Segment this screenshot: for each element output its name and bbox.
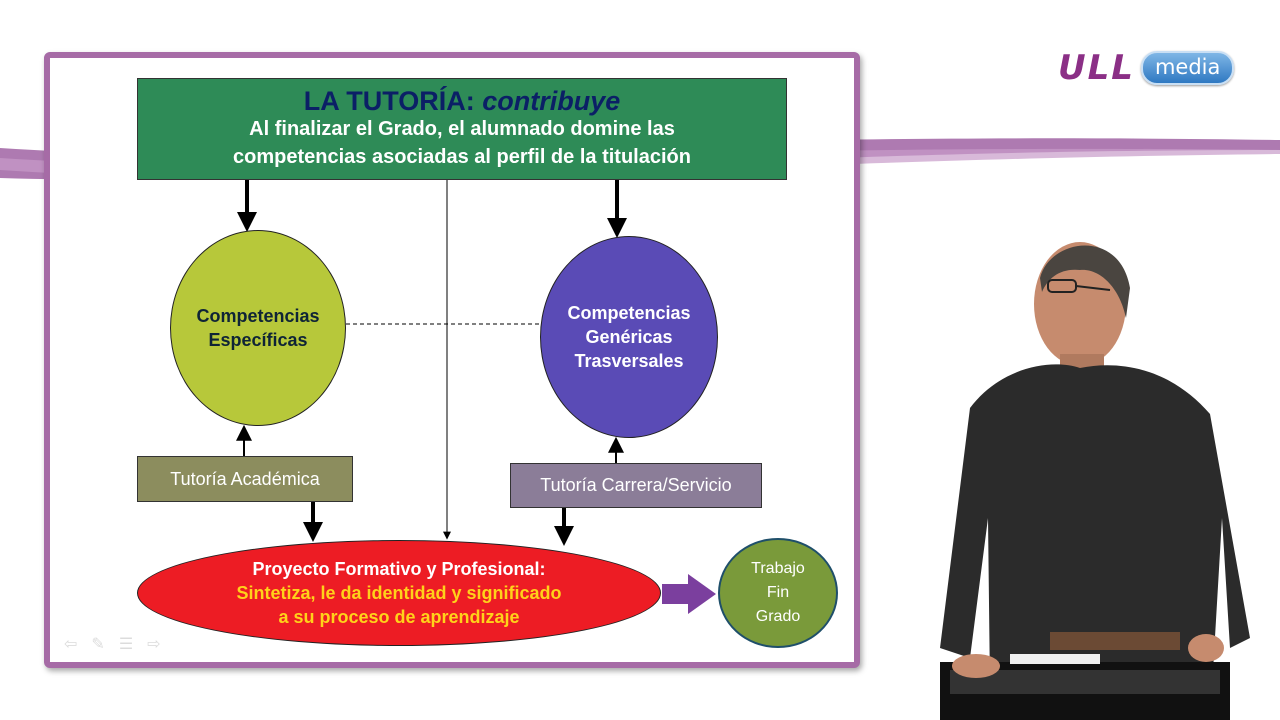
genericas-line-3: Trasversales [574, 351, 684, 371]
arrow-proyecto-to-tfg [662, 574, 716, 614]
genericas-line-2: Genéricas [585, 327, 673, 347]
especificas-line-1: Competencias [196, 306, 320, 326]
header-title-main: LA TUTORÍA: [303, 86, 475, 116]
header-line-2: competencias asociadas al perfil de la t… [233, 146, 691, 168]
arrow-left-icon[interactable]: ⇦ [64, 636, 78, 653]
connector-lines [236, 180, 716, 614]
node-trabajo-fin-grado: Trabajo Fin Grado [718, 538, 838, 648]
proyecto-title: Proyecto Formativo y Profesional: [252, 559, 546, 579]
node-competencias-especificas: Competencias Específicas [170, 230, 346, 426]
header-title-italic: contribuye [482, 86, 621, 116]
logo-media-badge: media [1140, 51, 1235, 85]
tfg-line-2: Fin [766, 584, 790, 601]
menu-icon[interactable]: ☰ [118, 636, 134, 653]
ull-media-logo: ULL media [1058, 48, 1235, 88]
arrow-right-icon[interactable]: ⇨ [147, 636, 161, 653]
header-title: LA TUTORÍA: contribuye [304, 87, 621, 115]
proyecto-line-1: Sintetiza, le da identidad y significado [236, 583, 562, 603]
node-tutoria-carrera: Tutoría Carrera/Servicio [510, 463, 762, 508]
tfg-line-3: Grado [755, 608, 801, 625]
logo-ull-text: ULL [1058, 48, 1135, 88]
node-competencias-genericas: Competencias Genéricas Trasversales [540, 236, 718, 438]
tutoria-academica-label: Tutoría Académica [170, 468, 320, 489]
proyecto-line-2: a su proceso de aprendizaje [278, 607, 520, 627]
node-tutoria-academica: Tutoría Académica [137, 456, 353, 502]
tutoria-carrera-label: Tutoría Carrera/Servicio [540, 475, 732, 495]
pen-icon[interactable]: ✎ [91, 636, 105, 653]
slide-panel: LA TUTORÍA: contribuye Al finalizar el G… [44, 52, 860, 668]
slide-nav-controls: ⇦ ✎ ☰ ⇨ [64, 634, 161, 654]
header-line-1: Al finalizar el Grado, el alumnado domin… [249, 118, 675, 140]
node-proyecto-formativo: Proyecto Formativo y Profesional: Sintet… [137, 540, 661, 646]
header-box: LA TUTORÍA: contribuye Al finalizar el G… [137, 78, 787, 180]
tfg-line-1: Trabajo [751, 560, 805, 577]
genericas-line-1: Competencias [567, 303, 691, 323]
especificas-line-2: Específicas [208, 330, 308, 350]
presenter-figure [940, 242, 1250, 720]
